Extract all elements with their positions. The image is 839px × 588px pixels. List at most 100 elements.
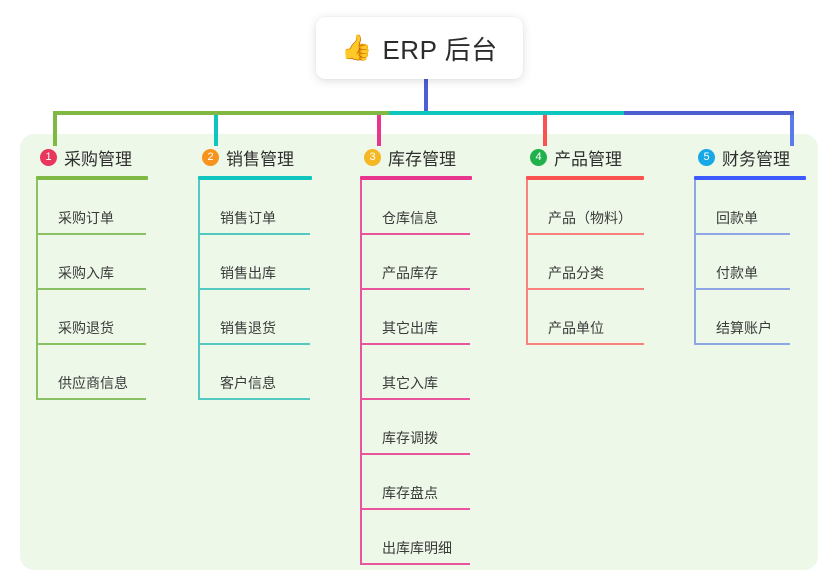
leaf-node[interactable]: 库存调拨 bbox=[360, 400, 515, 455]
leaf-node[interactable]: 客户信息 bbox=[198, 345, 348, 400]
leaf-rule bbox=[360, 233, 470, 235]
connector-drop-2 bbox=[214, 113, 218, 146]
leaf-node[interactable]: 库存盘点 bbox=[360, 455, 515, 510]
leaf-node[interactable]: 其它出库 bbox=[360, 290, 515, 345]
leaf-label: 产品分类 bbox=[548, 265, 604, 281]
leaf-label: 产品（物料） bbox=[548, 210, 632, 226]
leaf-node[interactable]: 采购订单 bbox=[36, 180, 186, 235]
leaf-node[interactable]: 销售出库 bbox=[198, 235, 348, 290]
leaf-label: 回款单 bbox=[716, 210, 758, 226]
content-panel bbox=[20, 134, 818, 570]
branch-header-2[interactable]: 2 销售管理 bbox=[198, 144, 348, 170]
leaf-label: 客户信息 bbox=[220, 375, 276, 391]
leaf-label: 产品库存 bbox=[382, 265, 438, 281]
branch-spine-5 bbox=[694, 180, 696, 345]
leaf-rule bbox=[198, 398, 310, 400]
branch-label-5: 财务管理 bbox=[722, 149, 790, 169]
leaf-rule bbox=[360, 453, 470, 455]
leaf-rule bbox=[360, 288, 470, 290]
branch-badge-4: 4 bbox=[530, 148, 547, 166]
leaf-rule bbox=[694, 343, 790, 345]
leaf-label: 付款单 bbox=[716, 265, 758, 281]
leaf-label: 库存盘点 bbox=[382, 485, 438, 501]
leaf-label: 采购入库 bbox=[58, 265, 114, 281]
branch-rule-3 bbox=[360, 176, 472, 180]
branch-rule-1 bbox=[36, 176, 148, 180]
leaf-rule bbox=[36, 233, 146, 235]
leaf-label: 产品单位 bbox=[548, 320, 604, 336]
leaf-label: 库存调拨 bbox=[382, 430, 438, 446]
leaf-label: 采购退货 bbox=[58, 320, 114, 336]
leaf-node[interactable]: 采购入库 bbox=[36, 235, 186, 290]
connector-bus-end bbox=[790, 111, 794, 115]
connector-drop-1 bbox=[53, 113, 57, 146]
branch-label-1: 采购管理 bbox=[64, 149, 132, 169]
branch-badge-5: 5 bbox=[698, 148, 715, 166]
leaf-label: 销售订单 bbox=[220, 210, 276, 226]
leaf-rule bbox=[198, 288, 310, 290]
branch-column-1: 1 采购管理采购订单采购入库采购退货供应商信息 bbox=[36, 144, 186, 400]
connector-bus-indigo bbox=[624, 111, 792, 115]
leaf-rule bbox=[198, 233, 310, 235]
leaf-node[interactable]: 销售退货 bbox=[198, 290, 348, 345]
connector-bus-teal bbox=[389, 111, 626, 115]
connector-drop-3 bbox=[377, 113, 381, 146]
branch-items-3: 仓库信息产品库存其它出库其它入库库存调拨库存盘点出库库明细 bbox=[360, 180, 515, 565]
leaf-rule bbox=[36, 288, 146, 290]
leaf-rule bbox=[526, 233, 644, 235]
branch-header-1[interactable]: 1 采购管理 bbox=[36, 144, 186, 170]
leaf-label: 供应商信息 bbox=[58, 375, 128, 391]
leaf-label: 结算账户 bbox=[716, 320, 772, 336]
leaf-node[interactable]: 供应商信息 bbox=[36, 345, 186, 400]
leaf-node[interactable]: 回款单 bbox=[694, 180, 834, 235]
branch-badge-2: 2 bbox=[202, 148, 219, 166]
leaf-node[interactable]: 仓库信息 bbox=[360, 180, 515, 235]
connector-bus-green bbox=[53, 111, 391, 115]
branch-badge-1: 1 bbox=[40, 148, 57, 166]
leaf-node[interactable]: 结算账户 bbox=[694, 290, 834, 345]
leaf-rule bbox=[526, 288, 644, 290]
connector-root-stem bbox=[424, 79, 428, 115]
leaf-rule bbox=[360, 508, 470, 510]
leaf-node[interactable]: 产品（物料） bbox=[526, 180, 686, 235]
leaf-rule bbox=[526, 343, 644, 345]
leaf-node[interactable]: 采购退货 bbox=[36, 290, 186, 345]
connector-drop-4 bbox=[543, 113, 547, 146]
branch-spine-1 bbox=[36, 180, 38, 400]
leaf-rule bbox=[198, 343, 310, 345]
root-node[interactable]: 👍 ERP 后台 bbox=[316, 17, 523, 79]
thumbs-up-icon: 👍 bbox=[341, 33, 373, 62]
leaf-node[interactable]: 产品库存 bbox=[360, 235, 515, 290]
leaf-rule bbox=[694, 233, 790, 235]
leaf-node[interactable]: 产品分类 bbox=[526, 235, 686, 290]
leaf-node[interactable]: 付款单 bbox=[694, 235, 834, 290]
leaf-label: 仓库信息 bbox=[382, 210, 438, 226]
branch-rule-5 bbox=[694, 176, 806, 180]
branch-spine-4 bbox=[526, 180, 528, 345]
leaf-node[interactable]: 产品单位 bbox=[526, 290, 686, 345]
branch-spine-3 bbox=[360, 180, 362, 565]
branch-items-5: 回款单付款单结算账户 bbox=[694, 180, 834, 345]
branch-items-2: 销售订单销售出库销售退货客户信息 bbox=[198, 180, 348, 400]
leaf-node[interactable]: 出库库明细 bbox=[360, 510, 515, 565]
leaf-label: 销售出库 bbox=[220, 265, 276, 281]
leaf-label: 销售退货 bbox=[220, 320, 276, 336]
branch-header-5[interactable]: 5 财务管理 bbox=[694, 144, 834, 170]
branch-rule-4 bbox=[526, 176, 644, 180]
leaf-rule bbox=[360, 563, 470, 565]
leaf-node[interactable]: 其它入库 bbox=[360, 345, 515, 400]
branch-badge-3: 3 bbox=[364, 148, 381, 166]
branch-label-2: 销售管理 bbox=[226, 149, 294, 169]
leaf-rule bbox=[694, 288, 790, 290]
leaf-node[interactable]: 销售订单 bbox=[198, 180, 348, 235]
branch-rule-2 bbox=[198, 176, 312, 180]
root-title: ERP 后台 bbox=[382, 34, 498, 65]
branch-column-2: 2 销售管理销售订单销售出库销售退货客户信息 bbox=[198, 144, 348, 400]
leaf-label: 其它出库 bbox=[382, 320, 438, 336]
leaf-rule bbox=[360, 343, 470, 345]
